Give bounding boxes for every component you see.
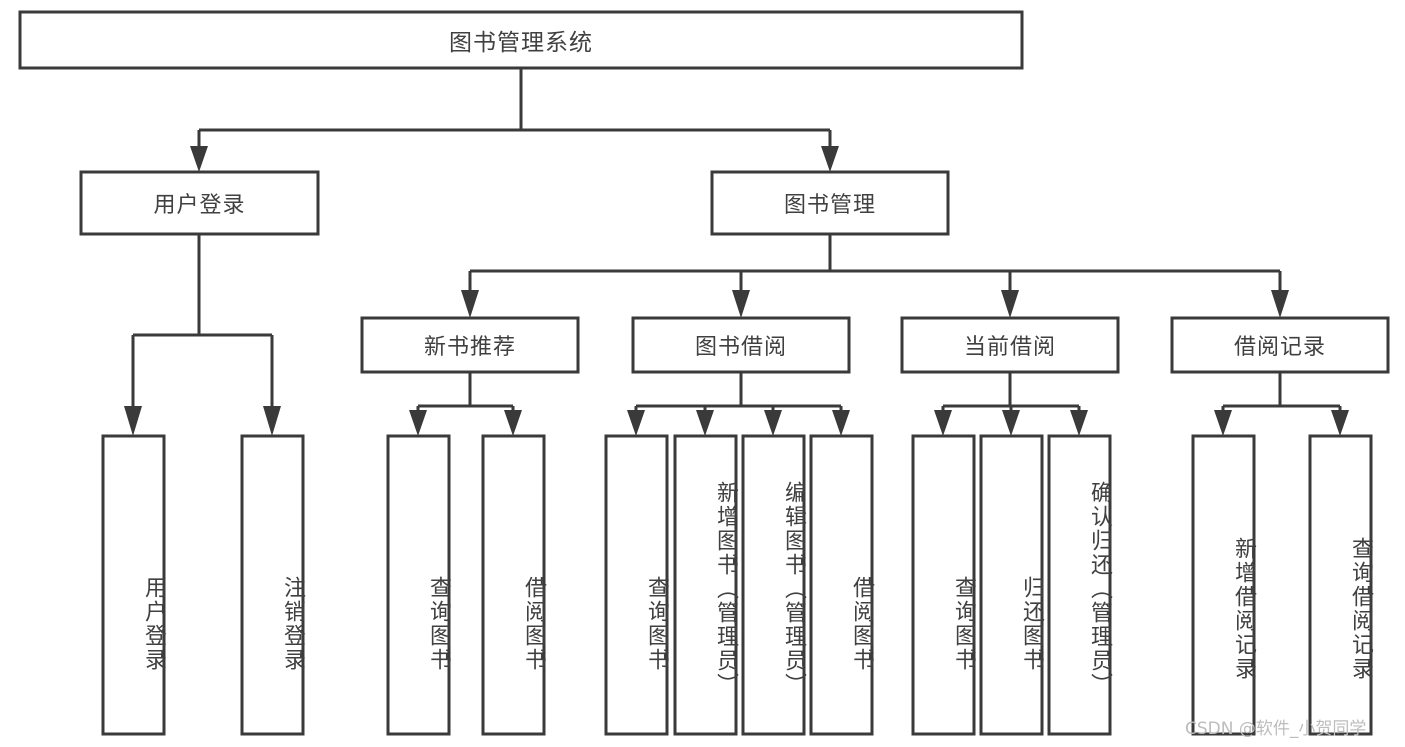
arrow-head-leaf-query-book-3 xyxy=(934,410,952,436)
arrow-head-leaf-confirm-return xyxy=(1070,410,1088,436)
node-box-current-borrow[interactable] xyxy=(900,316,1120,374)
arrow-head-current-borrow xyxy=(1001,290,1019,318)
node-box-user-login[interactable] xyxy=(79,170,320,236)
node-box-leaf-add-record[interactable] xyxy=(1191,434,1256,736)
node-box-root[interactable] xyxy=(18,10,1024,70)
arrow-head-leaf-return-book xyxy=(1002,410,1020,436)
arrow-head-leaf-query-book-1 xyxy=(409,410,427,436)
arrow-head-leaf-user-login xyxy=(124,406,142,436)
arrow-head-leaf-add-record xyxy=(1214,410,1232,436)
arrow-head-leaf-borrow-book-1 xyxy=(504,410,522,436)
node-box-leaf-borrow-book-2[interactable] xyxy=(809,434,874,736)
arrow-head-leaf-edit-book xyxy=(764,410,782,436)
node-box-leaf-edit-book[interactable] xyxy=(741,434,806,736)
arrow-head-book-management xyxy=(821,146,839,172)
arrow-head-user-login xyxy=(190,146,208,172)
node-box-leaf-logout[interactable] xyxy=(240,434,305,736)
arrow-head-leaf-query-book-2 xyxy=(627,410,645,436)
node-box-leaf-query-book-2[interactable] xyxy=(604,434,669,736)
arrow-head-new-book-recommend xyxy=(461,290,479,318)
arrow-head-leaf-add-book xyxy=(696,410,714,436)
node-box-borrow-record[interactable] xyxy=(1170,316,1390,374)
node-box-new-book-recommend[interactable] xyxy=(360,316,580,374)
node-box-book-management[interactable] xyxy=(710,170,950,236)
node-box-leaf-return-book[interactable] xyxy=(979,434,1044,736)
node-box-leaf-add-book[interactable] xyxy=(673,434,738,736)
arrow-head-book-borrow xyxy=(732,290,750,318)
node-box-leaf-query-book-3[interactable] xyxy=(911,434,976,736)
arrow-head-leaf-query-record xyxy=(1331,410,1349,436)
node-box-leaf-confirm-return[interactable] xyxy=(1047,434,1112,736)
node-box-leaf-query-record[interactable] xyxy=(1308,434,1373,736)
arrow-head-leaf-logout xyxy=(263,406,281,436)
node-box-book-borrow[interactable] xyxy=(631,316,851,374)
node-box-leaf-query-book-1[interactable] xyxy=(386,434,451,736)
node-box-leaf-borrow-book-1[interactable] xyxy=(481,434,546,736)
arrow-head-leaf-borrow-book-2 xyxy=(832,410,850,436)
node-box-leaf-user-login[interactable] xyxy=(101,434,166,736)
arrow-head-borrow-record xyxy=(1271,290,1289,318)
